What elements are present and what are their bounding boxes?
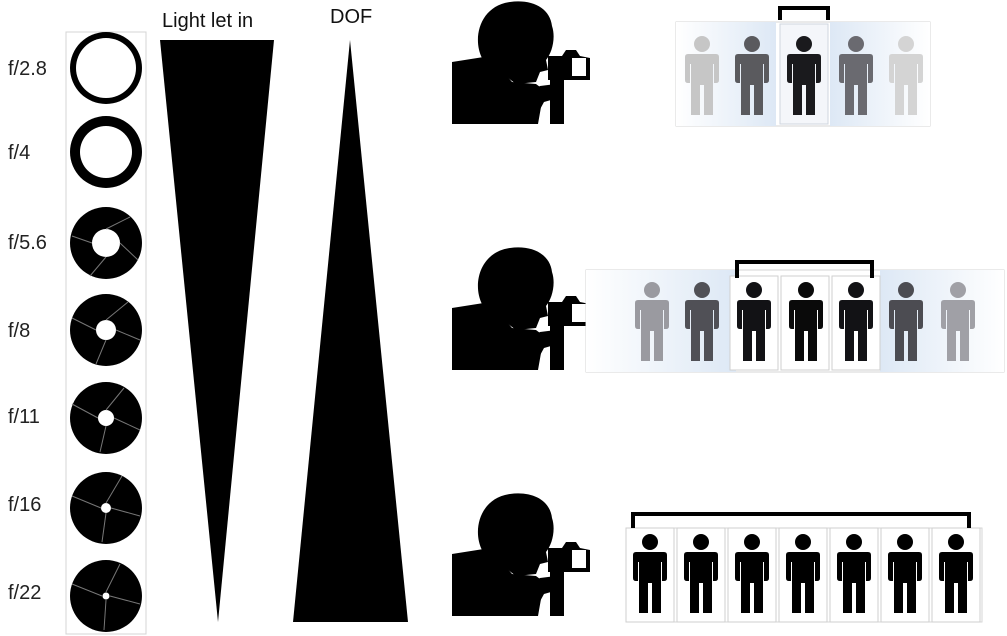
fstop-label: f/4 [8,142,30,165]
aperture-f8-icon [70,294,142,366]
photographer-3-icon [452,493,590,616]
scene-shallow-dof [676,8,930,126]
light-let-in-header: Light let in [162,10,253,33]
aperture-f2-8-icon [70,32,142,104]
fstop-label: f/16 [8,494,41,517]
aperture-f4-icon [70,116,142,188]
aperture-f22-icon [70,560,142,632]
scene-medium-dof [586,262,1004,372]
dof-wedge [293,40,408,622]
focus-bracket-1 [780,8,828,20]
aperture-f11-icon [70,382,142,454]
aperture-f16-icon [70,472,142,544]
aperture-f5-6-icon [70,207,142,279]
fstop-label: f/8 [8,320,30,343]
fstop-label: f/22 [8,582,41,605]
dof-header: DOF [330,6,372,29]
photographer-1-icon [452,1,590,124]
scene-deep-dof [626,514,982,622]
fstop-label: f/11 [8,406,40,429]
focus-bracket-3 [633,514,969,528]
light-let-in-wedge [160,40,274,622]
photographer-2-icon [452,247,590,370]
fstop-label: f/2.8 [8,58,47,81]
fstop-label: f/5.6 [8,232,47,255]
